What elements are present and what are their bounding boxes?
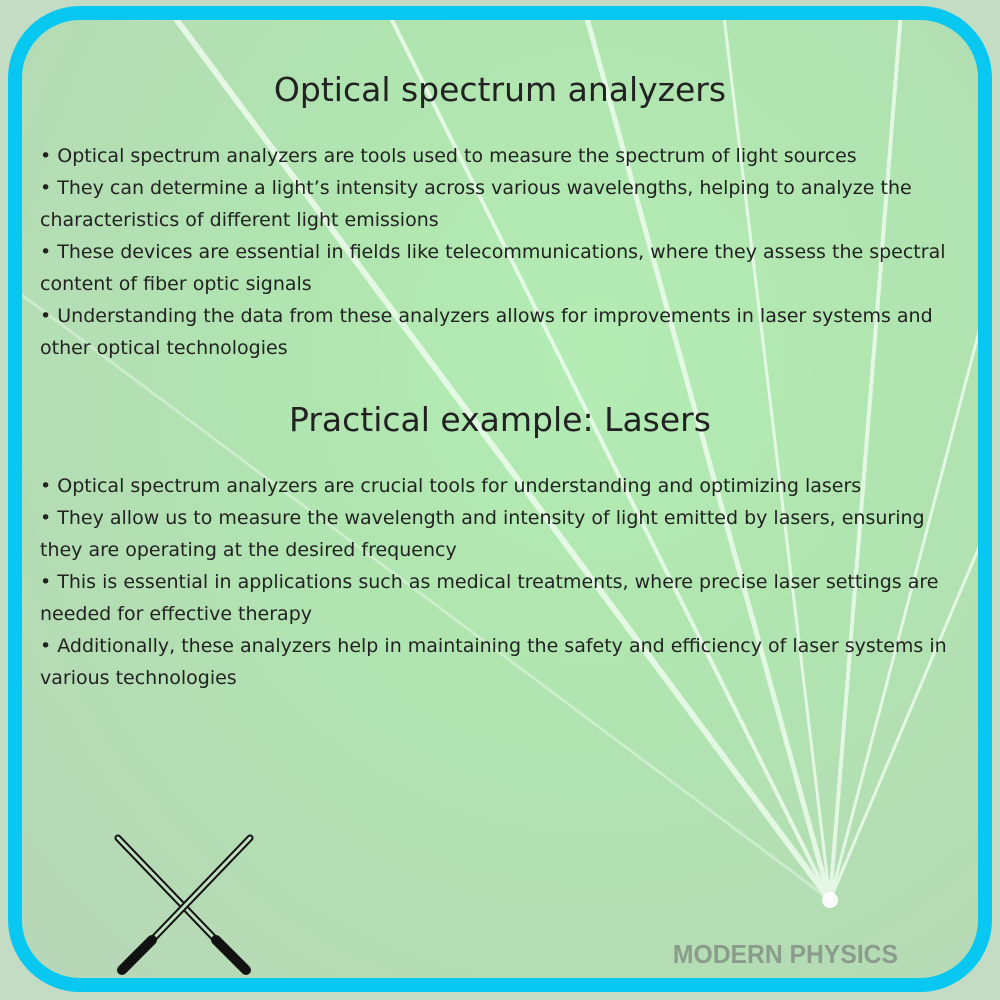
section-title-analyzers: Optical spectrum analyzers — [273, 70, 727, 109]
bullet-item: • These devices are essential in fields … — [40, 241, 946, 295]
analyzers-bullet-list: • Optical spectrum analyzers are tools u… — [40, 140, 958, 364]
laser-beams-background — [22, 20, 978, 908]
lasers-bullet-list: • Optical spectrum analyzers are crucial… — [40, 470, 958, 694]
info-card: Optical spectrum analyzers • Optical spe… — [8, 6, 992, 992]
modern-physics-logo: MODERN PHYSICS — [673, 939, 899, 969]
section-title-lasers: Practical example: Lasers — [289, 400, 711, 439]
bullet-item: • They allow us to measure the wavelengt… — [40, 507, 925, 561]
bullet-item: • This is essential in applications such… — [40, 571, 939, 625]
bullet-item: • They can determine a light’s intensity… — [40, 177, 912, 231]
bullet-item: • Optical spectrum analyzers are tools u… — [40, 145, 857, 167]
bullet-item: • Optical spectrum analyzers are crucial… — [40, 475, 862, 497]
bullet-item: • Additionally, these analyzers help in … — [40, 635, 947, 689]
crossed-lightsabers-icon — [114, 834, 254, 975]
bullet-item: • Understanding the data from these anal… — [40, 305, 933, 359]
